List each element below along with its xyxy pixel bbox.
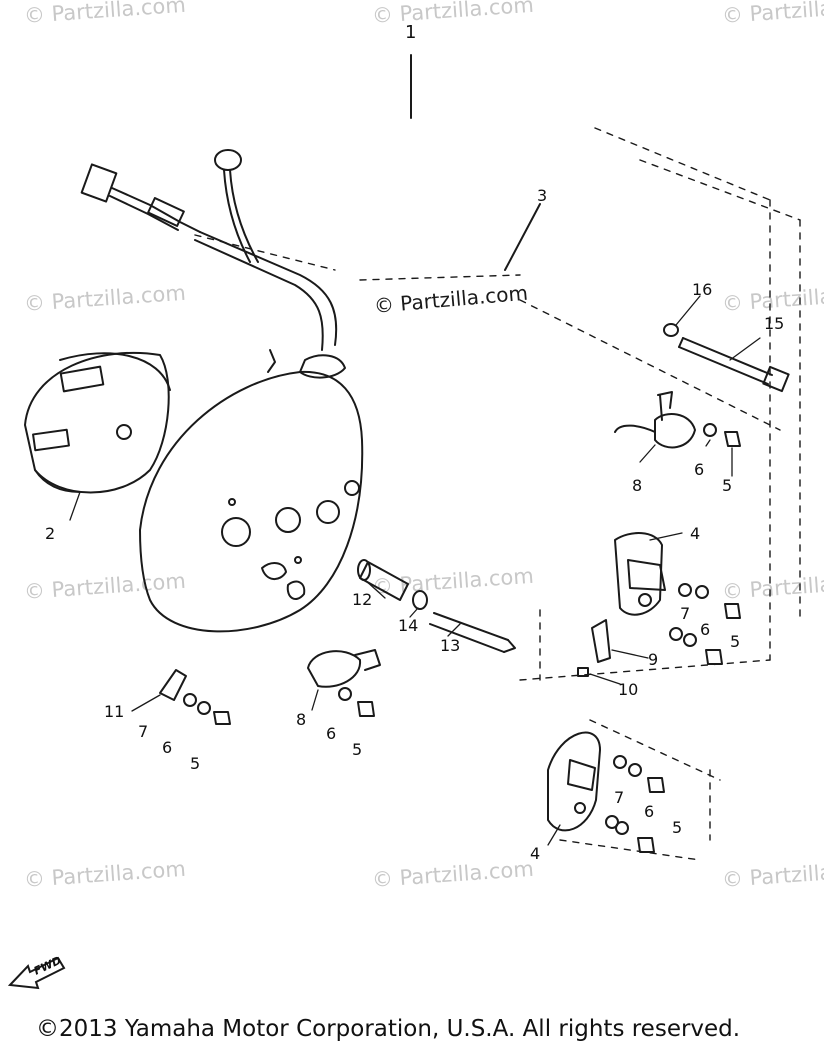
callout-16: 16 (692, 280, 713, 299)
callout-6: 6 (326, 724, 337, 743)
callout-leaders (69, 295, 761, 846)
part-shaft-washer (412, 590, 428, 610)
callout-12: 12 (352, 590, 373, 609)
callout-5: 5 (722, 476, 733, 495)
part-coil-upper (614, 391, 741, 449)
fwd-label: FWD (32, 954, 64, 978)
assembly-boundary (194, 127, 801, 861)
callout-4: 4 (690, 524, 701, 543)
fwd-arrow: FWD (7, 954, 66, 990)
part-stator (24, 351, 171, 494)
part-coil-lower (307, 649, 381, 717)
callout-8: 8 (632, 476, 643, 495)
callout-11: 11 (104, 702, 125, 721)
callout-15: 15 (764, 314, 785, 333)
callout-1: 1 (405, 22, 417, 43)
callout-14: 14 (398, 616, 419, 635)
wire-harness (80, 149, 346, 379)
part-points-assembly-lower (547, 731, 665, 853)
part-points-assembly (614, 532, 741, 665)
callout-6: 6 (162, 738, 173, 757)
part-sleeve (357, 559, 409, 601)
callout-5: 5 (190, 754, 201, 773)
callout-6: 6 (694, 460, 705, 479)
part-base-plate (139, 349, 364, 633)
callout-13: 13 (440, 636, 461, 655)
part-small-screw (577, 667, 589, 677)
callout-5: 5 (730, 632, 741, 651)
callout-10: 10 (618, 680, 639, 699)
callout-6: 6 (700, 620, 711, 639)
callout-7: 7 (138, 722, 149, 741)
callout-6: 6 (644, 802, 655, 821)
part-long-bolt (678, 337, 790, 393)
callout-5: 5 (352, 740, 363, 759)
part-cam-piece (591, 619, 611, 663)
callout-7: 7 (614, 788, 625, 807)
callout-5: 5 (672, 818, 683, 837)
callout-2: 2 (45, 524, 56, 543)
callout-4: 4 (530, 844, 541, 863)
callout-8: 8 (296, 710, 307, 729)
callout-9: 9 (648, 650, 659, 669)
callout-7: 7 (680, 604, 691, 623)
copyright-notice: ©2013 Yamaha Motor Corporation, U.S.A. A… (36, 1016, 741, 1042)
part-clip (159, 669, 231, 725)
callout-3: 3 (537, 186, 548, 205)
part-shaft (429, 612, 516, 653)
part-washer (663, 323, 679, 337)
